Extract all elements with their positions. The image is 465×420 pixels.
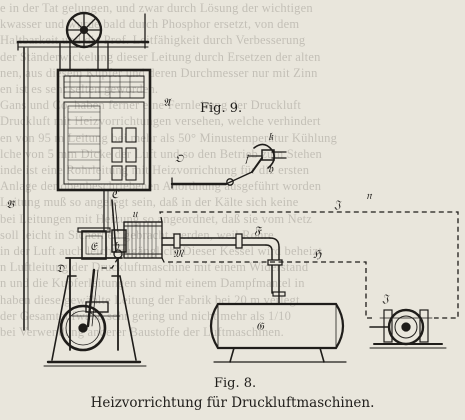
label-f: 𝔉 (254, 224, 263, 237)
label-d: 𝔇 (56, 262, 65, 275)
label-m: 𝔐 (173, 247, 185, 260)
label-h: 𝔥 (114, 239, 120, 252)
compressor-engine (43, 227, 147, 367)
background-text-line: haben diese gewählte Leitung der Fabrik … (0, 292, 300, 307)
label-n: 𝔫 (366, 189, 373, 202)
label-u: 𝔲 (132, 207, 138, 220)
background-text-line: der Gesamtaufwand sehr gering und nicht … (0, 308, 292, 323)
figure-8-label: Fig. 8. (214, 376, 257, 391)
background-text-line: n und die Kupferleitungen sind mit einem… (0, 276, 305, 291)
label-j: 𝔍 (333, 198, 342, 211)
label-k: 𝔨 (268, 130, 274, 143)
switch-detail (170, 143, 287, 189)
cabinet (56, 68, 152, 192)
label-o: 𝔒 (175, 152, 184, 165)
label-hh: ℌ (313, 248, 322, 261)
background-text-line: e in der Tat gelungen, und zwar durch Lö… (0, 1, 313, 15)
label-a: 𝔄 (163, 96, 172, 109)
figure-caption: Heizvorrichtung für Druckluftmaschinen. (90, 395, 375, 411)
air-tank (209, 291, 347, 363)
label-c: ℭ (111, 188, 120, 201)
background-text-line: Haltbarkeit und die Prof. Leitfähigkeit … (0, 33, 306, 48)
background-text-line: in der Luft auch leicht zugänglich. Dies… (0, 244, 323, 259)
electric-lines (98, 211, 459, 319)
background-text-line: Gans und Co. haben ferner eine Fernleitu… (0, 98, 302, 113)
background-text-line: Leitung muß so angelegt sein, daß in der… (0, 195, 299, 210)
label-e: 𝔈 (90, 240, 99, 253)
label-h-small: 𝔥 (268, 162, 274, 175)
background-text-line: bei Leitungen mit Heizung so angeordnet,… (0, 211, 313, 226)
figure-9-label: Fig. 9. (200, 101, 243, 116)
background-text-line: en ist es sehr selten geworden. (0, 82, 159, 97)
electric-motor (369, 308, 447, 349)
background-text-line: kwasser und wurde bald durch Phosphor er… (0, 17, 300, 32)
label-j-small: 𝔧 (244, 152, 249, 165)
label-b: 𝔅 (6, 198, 15, 211)
gantry-frame (16, 13, 150, 331)
background-text-line: en von 95 m Leitung bei mehr als 50° Min… (0, 130, 338, 145)
background-text-line: der Ständerwickelung dieser Leitung durc… (0, 49, 321, 64)
label-j2: 𝔍 (381, 292, 390, 305)
part-labels: 𝔄 𝔅 ℭ 𝔇 𝔈 𝔥 𝔉 𝔊 ℌ 𝔍 𝔍 𝔐 𝔒 𝔧 𝔨 𝔥 𝔲 𝔫 (6, 96, 390, 333)
air-pipe (161, 233, 283, 294)
label-g: 𝔊 (256, 320, 265, 333)
heater-coil (123, 221, 163, 259)
hand-wheel (59, 11, 109, 71)
background-text-line: Druckluft mit Heizvorrichtungen versehen… (0, 114, 321, 129)
